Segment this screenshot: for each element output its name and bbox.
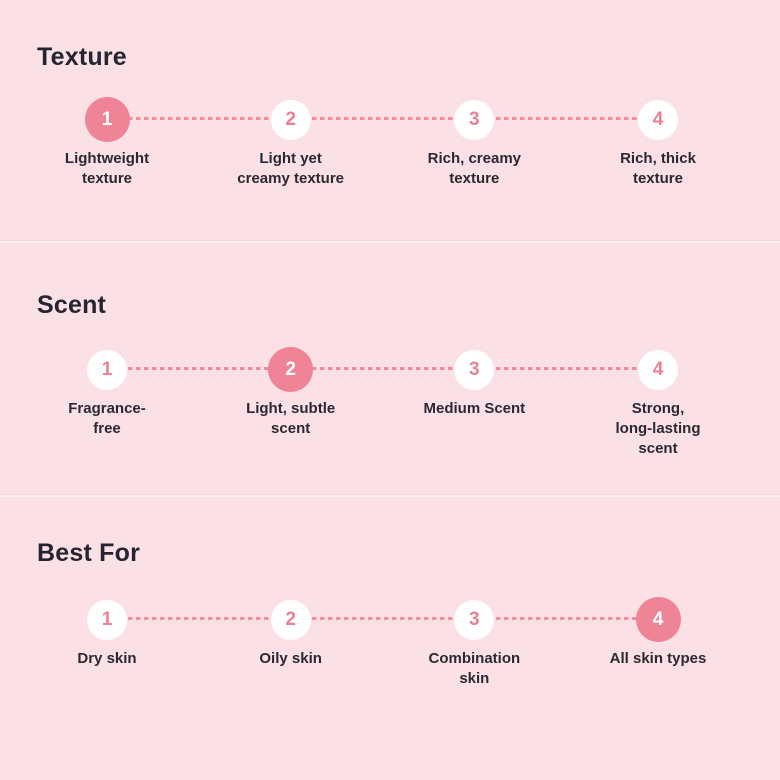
section-divider <box>0 240 780 243</box>
dashed-connector-line <box>88 367 678 370</box>
scale-step: 2 Light yet creamy texture <box>199 96 383 189</box>
step-circle-wrap: 3 <box>454 346 495 393</box>
step-circle-wrap: 3 <box>454 96 495 143</box>
dashed-connector-line <box>88 117 678 120</box>
scale-step: 1 Dry skin <box>15 596 199 669</box>
step-label: Rich, thick texture <box>620 150 696 187</box>
step-circle-wrap: 4 <box>635 596 681 643</box>
step-circle-3: 3 <box>454 349 495 390</box>
step-circle-4: 4 <box>638 349 678 390</box>
scale-step: 4 Rich, thick texture <box>566 96 750 189</box>
step-circle-wrap: 4 <box>638 96 678 143</box>
best-for-rating-scale: 1 Dry skin 2 Oily skin 3 Combination ski… <box>77 596 706 726</box>
step-label: All skin types <box>609 650 707 667</box>
section-title-scent: Scent <box>37 291 107 319</box>
step-circle-1: 1 <box>87 349 127 390</box>
step-circle-2: 2 <box>270 599 311 640</box>
scale-step: 1 Fragrance- free <box>15 346 199 439</box>
scale-step: 2 Oily skin <box>199 596 383 669</box>
dashed-connector-line <box>88 617 678 620</box>
section-title-best-for: Best For <box>37 539 141 567</box>
scale-step: 1 Lightweight texture <box>15 96 199 189</box>
step-label: Strong, long-lasting scent <box>615 400 701 457</box>
section-title-texture: Texture <box>37 43 127 71</box>
step-label: Fragrance- free <box>68 400 146 437</box>
step-circle-wrap: 1 <box>84 96 130 143</box>
scale-step: 3 Medium Scent <box>382 346 566 419</box>
step-label: Combination skin <box>428 650 521 687</box>
scale-step: 4 Strong, long-lasting scent <box>566 346 750 459</box>
step-circle-1: 1 <box>87 599 127 640</box>
step-label: Rich, creamy texture <box>427 150 522 187</box>
step-label: Light, subtle scent <box>246 400 336 437</box>
step-circle-wrap: 4 <box>638 346 678 393</box>
step-circle-wrap: 1 <box>87 596 127 643</box>
step-circle-2: 2 <box>270 99 311 140</box>
section-scent: Scent 1 Fragrance- free 2 Light, subtle … <box>0 243 780 494</box>
scale-step: 2 Light, subtle scent <box>199 346 383 439</box>
step-label: Lightweight texture <box>64 150 150 187</box>
step-circle-4: 4 <box>638 99 678 140</box>
scent-rating-scale: 1 Fragrance- free 2 Light, subtle scent … <box>68 346 701 476</box>
step-circle-wrap: 2 <box>270 96 311 143</box>
section-texture: Texture 1 Lightweight texture 2 Light ye… <box>0 0 780 240</box>
step-label: Light yet creamy texture <box>237 150 345 187</box>
section-best-for: Best For 1 Dry skin 2 Oily skin 3 Combin… <box>0 497 780 780</box>
step-circle-wrap: 1 <box>87 346 127 393</box>
step-circle-3: 3 <box>454 599 495 640</box>
step-circle-3: 3 <box>454 99 495 140</box>
step-circle-wrap: 2 <box>268 346 314 393</box>
step-circle-4: 4 <box>635 597 681 642</box>
texture-rating-scale: 1 Lightweight texture 2 Light yet creamy… <box>65 96 696 226</box>
step-label: Dry skin <box>77 650 137 667</box>
scale-step: 3 Rich, creamy texture <box>382 96 566 189</box>
step-label: Medium Scent <box>423 400 526 417</box>
step-circle-wrap: 2 <box>270 596 311 643</box>
scale-step: 4 All skin types <box>566 596 750 669</box>
step-circle-2: 2 <box>268 347 314 392</box>
section-divider <box>0 494 780 497</box>
step-circle-wrap: 3 <box>454 596 495 643</box>
scale-step: 3 Combination skin <box>382 596 566 689</box>
step-label: Oily skin <box>259 650 322 667</box>
step-circle-1: 1 <box>84 97 130 142</box>
